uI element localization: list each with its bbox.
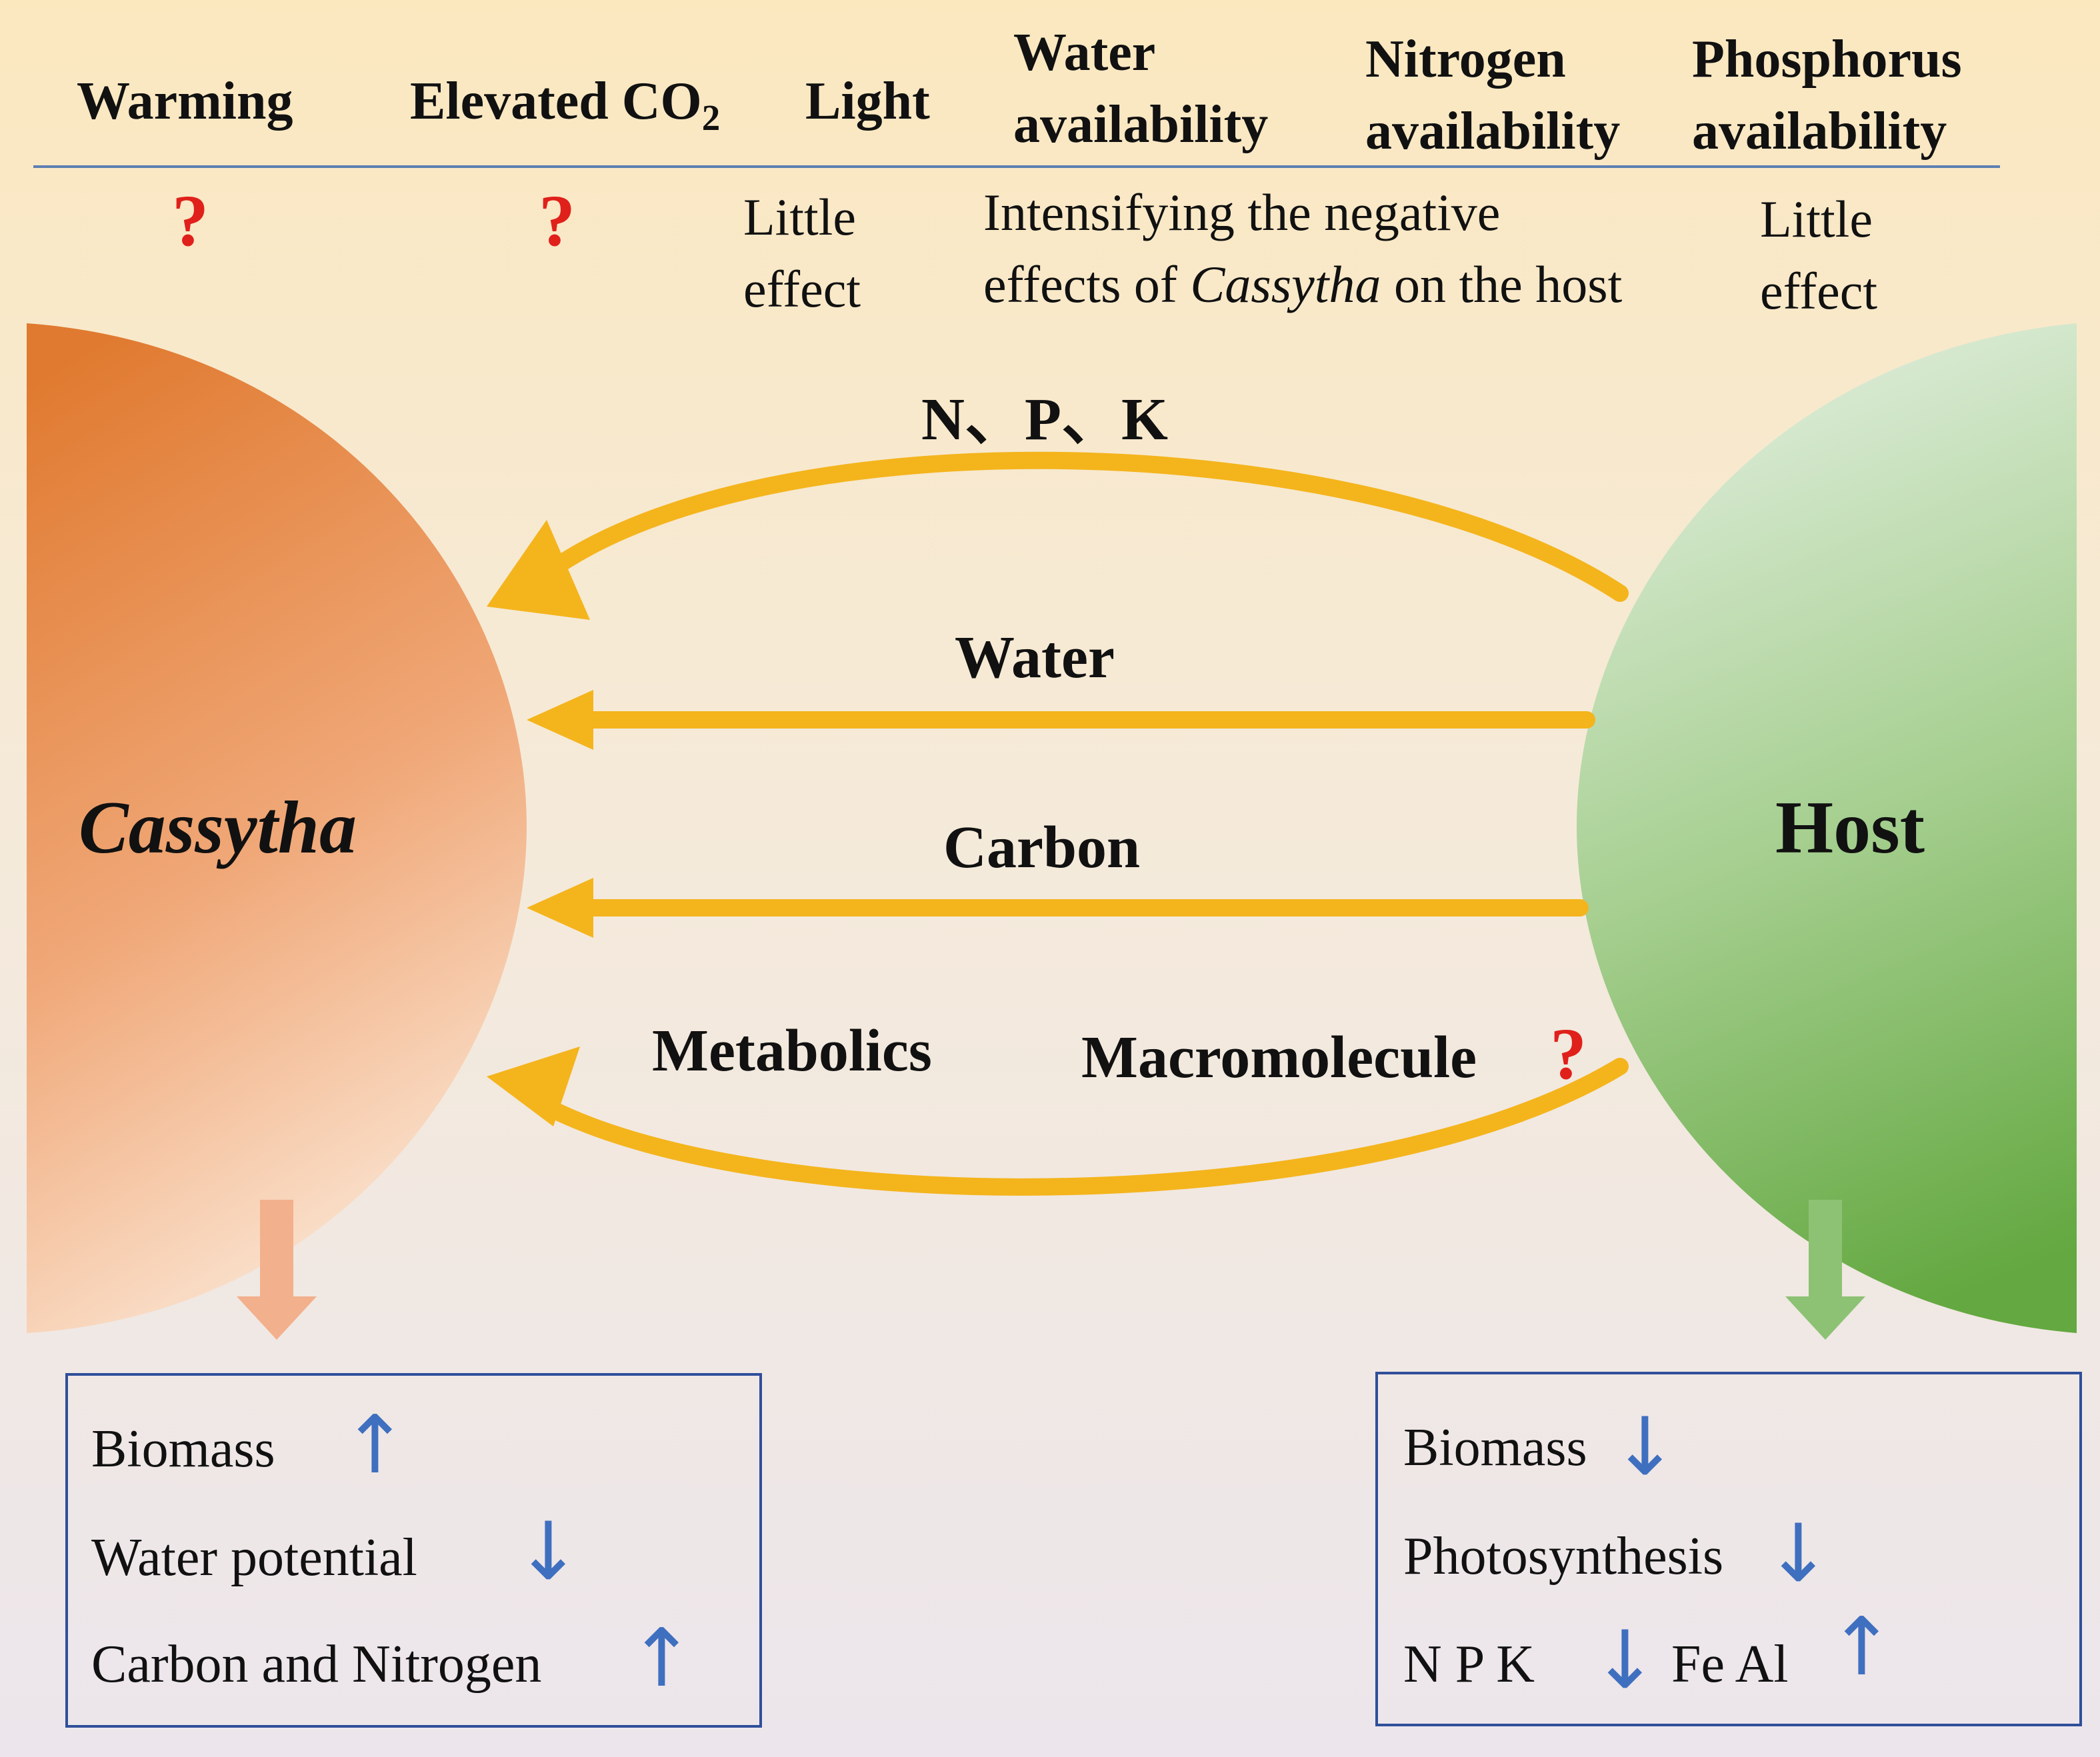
host-outcome-box: Biomass ↓ Photosynthesis ↓ N P K ↓ Fe Al… bbox=[1375, 1372, 2082, 1726]
phosphorus-effect-line2: effect bbox=[1760, 262, 1878, 320]
flow-arrows bbox=[538, 451, 1629, 1196]
water-effect-cassytha: Cassytha bbox=[1190, 255, 1381, 313]
cassytha-biomass-up-icon: ↑ bbox=[341, 1399, 409, 1492]
cassytha-label: Cassytha bbox=[79, 787, 357, 869]
water-effect-line2: effects of Cassytha on the host bbox=[983, 249, 1622, 321]
metabolics-label: Metabolics bbox=[652, 1018, 932, 1084]
host-biomass: Biomass bbox=[1403, 1418, 1587, 1477]
metabolics-arrowhead bbox=[487, 1046, 580, 1126]
header-water-line2: availability bbox=[1013, 95, 1269, 154]
water-flow-label: Water bbox=[955, 625, 1115, 691]
host-shape bbox=[1577, 323, 2077, 1333]
metabolics-flow-arrow bbox=[538, 1058, 1629, 1196]
cassytha-carbon-nitrogen-up-icon: ↑ bbox=[628, 1612, 695, 1705]
water-effect: Intensifying the negative effects of Cas… bbox=[983, 177, 1622, 321]
nutrients-label: N、P、K bbox=[921, 387, 1168, 453]
host-biomass-down-icon: ↓ bbox=[1611, 1401, 1679, 1494]
light-effect-line2: effect bbox=[743, 260, 861, 318]
carbon-flow-label: Carbon bbox=[943, 815, 1141, 880]
host-npk: N P K bbox=[1403, 1635, 1535, 1694]
cassytha-biomass: Biomass bbox=[91, 1420, 275, 1478]
warming-unknown-mark: ? bbox=[172, 180, 209, 261]
cassytha-shape bbox=[27, 323, 527, 1333]
water-effect-pre: effects of bbox=[983, 255, 1191, 313]
phosphorus-effect-line1: Little bbox=[1760, 190, 1873, 248]
host-label: Host bbox=[1775, 787, 1925, 869]
co2-subscript: 2 bbox=[701, 97, 721, 138]
cassytha-water-potential: Water potential bbox=[91, 1528, 417, 1587]
water-arrowhead bbox=[527, 690, 593, 750]
header-nitrogen-line2: availability bbox=[1365, 102, 1621, 161]
co2-unknown-mark: ? bbox=[539, 180, 575, 261]
header-nitrogen-line1: Nitrogen bbox=[1365, 30, 1566, 89]
host-fe-al-up-icon: ↑ bbox=[1828, 1601, 1895, 1694]
host-outcome-arrow bbox=[1785, 1200, 1865, 1340]
header-phosphorus: Phosphorus availability bbox=[1692, 23, 1962, 167]
nutrient-flow-arrow bbox=[538, 451, 1629, 602]
cassytha-water-potential-down-icon: ↓ bbox=[515, 1506, 582, 1598]
header-nitrogen: Nitrogen availability bbox=[1365, 23, 1620, 167]
water-effect-post: on the host bbox=[1381, 255, 1623, 313]
header-water-line1: Water bbox=[1013, 23, 1156, 82]
header-elevated-co2: Elevated CO2 bbox=[410, 65, 720, 154]
header-phosphorus-line1: Phosphorus bbox=[1692, 30, 1962, 89]
water-effect-line1: Intensifying the negative bbox=[983, 183, 1501, 241]
host-photosynthesis: Photosynthesis bbox=[1403, 1527, 1724, 1586]
header-light: Light bbox=[805, 72, 930, 131]
carbon-arrowhead bbox=[527, 878, 593, 938]
header-phosphorus-line2: availability bbox=[1692, 102, 1947, 161]
light-effect: Little effect bbox=[743, 181, 861, 325]
light-effect-line1: Little bbox=[743, 188, 856, 246]
cassytha-outcome-arrow bbox=[237, 1200, 317, 1340]
host-npk-down-icon: ↓ bbox=[1591, 1614, 1659, 1707]
cassytha-carbon-nitrogen: Carbon and Nitrogen bbox=[91, 1635, 542, 1694]
nutrient-arrowhead bbox=[487, 520, 590, 620]
host-photosynthesis-down-icon: ↓ bbox=[1765, 1508, 1832, 1600]
header-warming: Warming bbox=[77, 72, 293, 131]
co2-label: Elevated CO bbox=[410, 72, 702, 131]
header-water: Water availability bbox=[1013, 17, 1268, 161]
phosphorus-effect: Little effect bbox=[1760, 183, 1877, 327]
macromolecule-unknown-mark: ? bbox=[1550, 1013, 1587, 1094]
flow-arrowheads bbox=[487, 520, 593, 1126]
macromolecule-label: Macromolecule bbox=[1081, 1024, 1477, 1090]
cassytha-outcome-box: Biomass ↑ Water potential ↓ Carbon and N… bbox=[65, 1373, 762, 1728]
host-fe-al: Fe Al bbox=[1671, 1635, 1789, 1694]
